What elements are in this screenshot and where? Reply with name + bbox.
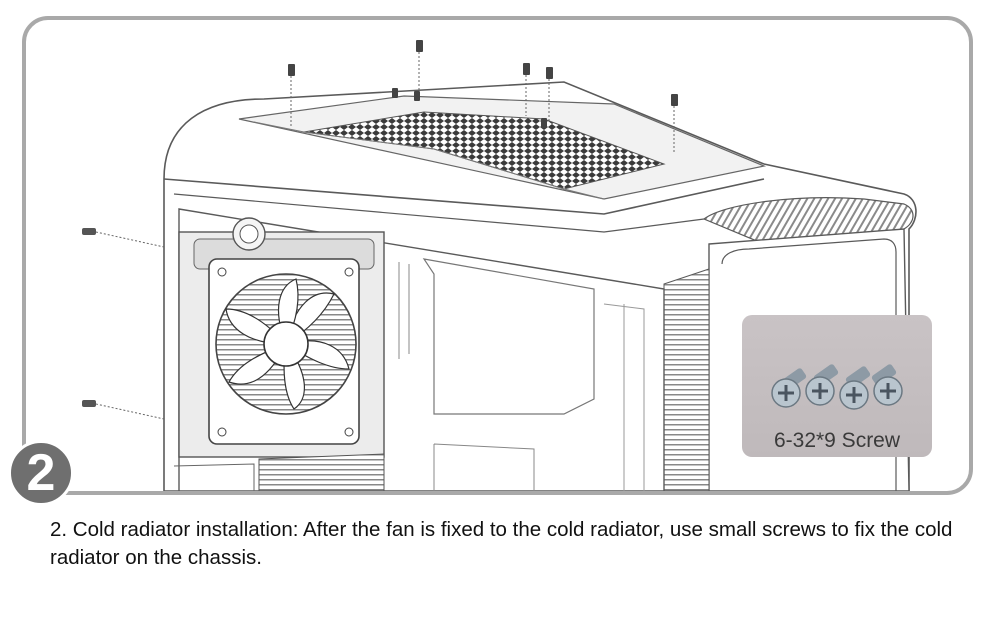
step-number-badge: 2 [8, 440, 74, 506]
screw-photo-inset: 6-32*9 Screw [742, 315, 932, 457]
illustration-frame: 6-32*9 Screw [22, 16, 973, 495]
screw-icon [839, 366, 871, 410]
pc-chassis-illustration [82, 40, 917, 491]
screw-label: 6-32*9 Screw [773, 429, 901, 452]
screw-group-icon [771, 364, 903, 410]
screw-icon [288, 40, 678, 154]
screw-icon [871, 364, 903, 406]
side-screw-icons [82, 228, 165, 420]
screw-icon [805, 364, 839, 406]
instruction-caption: 2. Cold radiator installation: After the… [50, 518, 953, 569]
screw-icon [771, 368, 807, 408]
radiator-icon [178, 217, 385, 458]
